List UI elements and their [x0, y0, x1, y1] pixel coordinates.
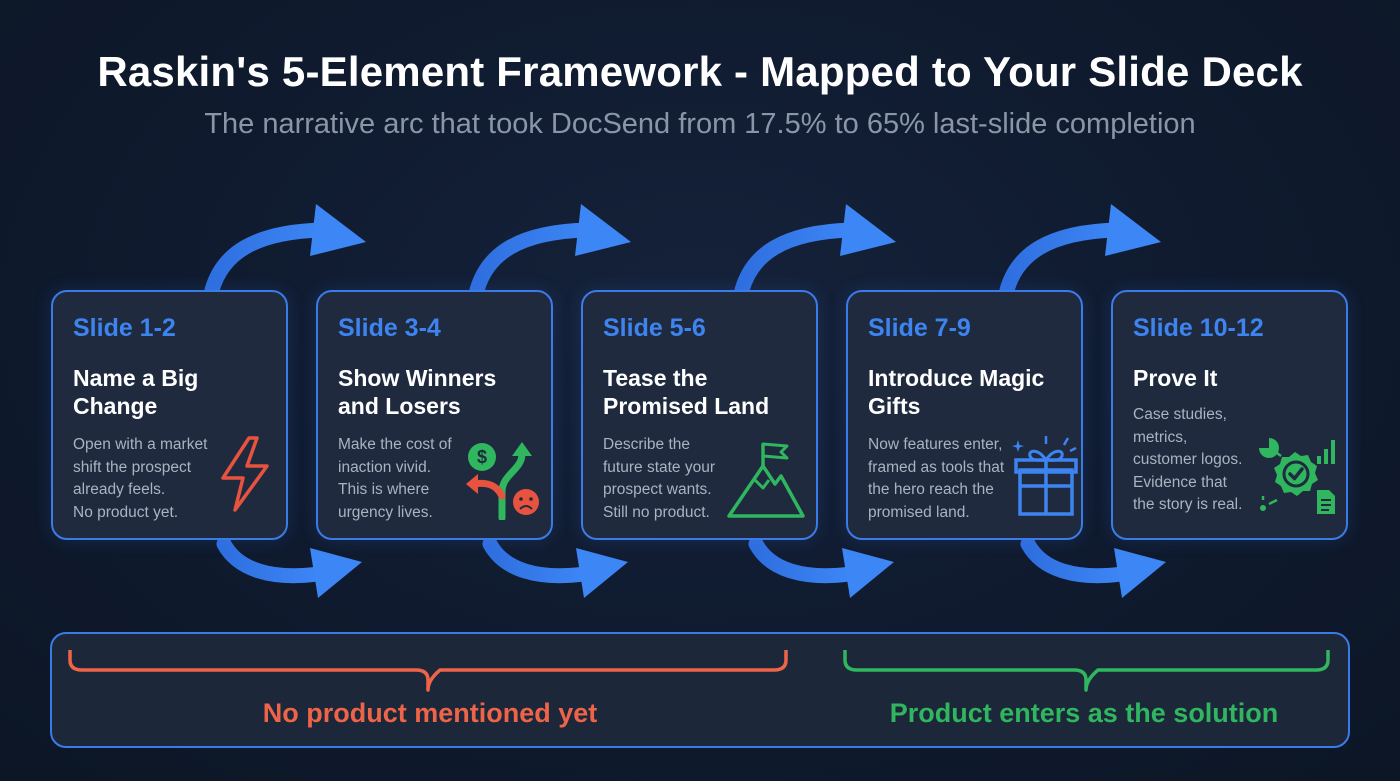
bottom-arrow-1 [216, 536, 362, 598]
card-description: Open with a market shift the prospect al… [73, 436, 208, 521]
winners-losers-icon: $ [466, 442, 539, 520]
bottom-arrow-3 [748, 536, 894, 598]
card-slide-range: Slide 1-2 [73, 314, 176, 342]
step-card-tease-the-promised-land: Slide 5-6 Tease the Promised Land Descri… [581, 290, 818, 540]
step-card-introduce-magic-gifts: Slide 7-9 Introduce Magic Gifts Now feat… [846, 290, 1083, 540]
svg-text:$: $ [477, 447, 487, 467]
summary-panel: No product mentioned yet Product enters … [50, 632, 1350, 748]
no-product-label: No product mentioned yet [262, 698, 598, 728]
card-heading: Prove It [1133, 365, 1218, 391]
bottom-arrow-2 [482, 536, 628, 598]
gift-icon [1012, 436, 1078, 516]
card-heading: Name a Big Change [73, 365, 199, 419]
card-heading: Show Winners and Losers [338, 365, 497, 419]
card-description: Make the cost of inaction vivid. This is… [338, 436, 452, 521]
top-arrow-3 [734, 204, 896, 298]
step-card-prove-it: Slide 10-12 Prove It Case studies, metri… [1111, 290, 1348, 540]
card-heading: Tease the Promised Land [603, 365, 770, 419]
product-enters-label: Product enters as the solution [889, 698, 1279, 728]
verified-badge-icon [1259, 438, 1335, 514]
card-slide-range: Slide 10-12 [1133, 314, 1264, 342]
card-slide-range: Slide 3-4 [338, 314, 441, 342]
lightning-icon [221, 436, 269, 512]
page-subtitle: The narrative arc that took DocSend from… [204, 108, 1196, 140]
page-title: Raskin's 5-Element Framework - Mapped to… [97, 48, 1303, 95]
bottom-arrow-4 [1020, 536, 1166, 598]
card-slide-range: Slide 7-9 [868, 314, 971, 342]
green-bracket [843, 650, 1330, 692]
red-bracket [68, 650, 788, 692]
step-card-show-winners-and-losers: Slide 3-4 Show Winners and Losers Make t… [316, 290, 553, 540]
bracket-lines [68, 650, 1330, 692]
bottom-arrows [216, 536, 1166, 598]
card-slide-range: Slide 5-6 [603, 314, 706, 342]
card-description: Now features enter, framed as tools that… [868, 436, 1005, 521]
top-arrow-2 [469, 204, 631, 298]
card-description: Describe the future state your prospect … [603, 436, 716, 521]
card-heading: Introduce Magic Gifts [868, 365, 1045, 419]
card-description: Case studies, metrics, customer logos. E… [1133, 406, 1243, 513]
top-arrows [204, 204, 1161, 298]
mountain-flag-icon [727, 442, 805, 518]
top-arrow-1 [204, 204, 366, 298]
step-card-name-a-big-change: Slide 1-2 Name a Big Change Open with a … [51, 290, 288, 540]
top-arrow-4 [999, 204, 1161, 298]
